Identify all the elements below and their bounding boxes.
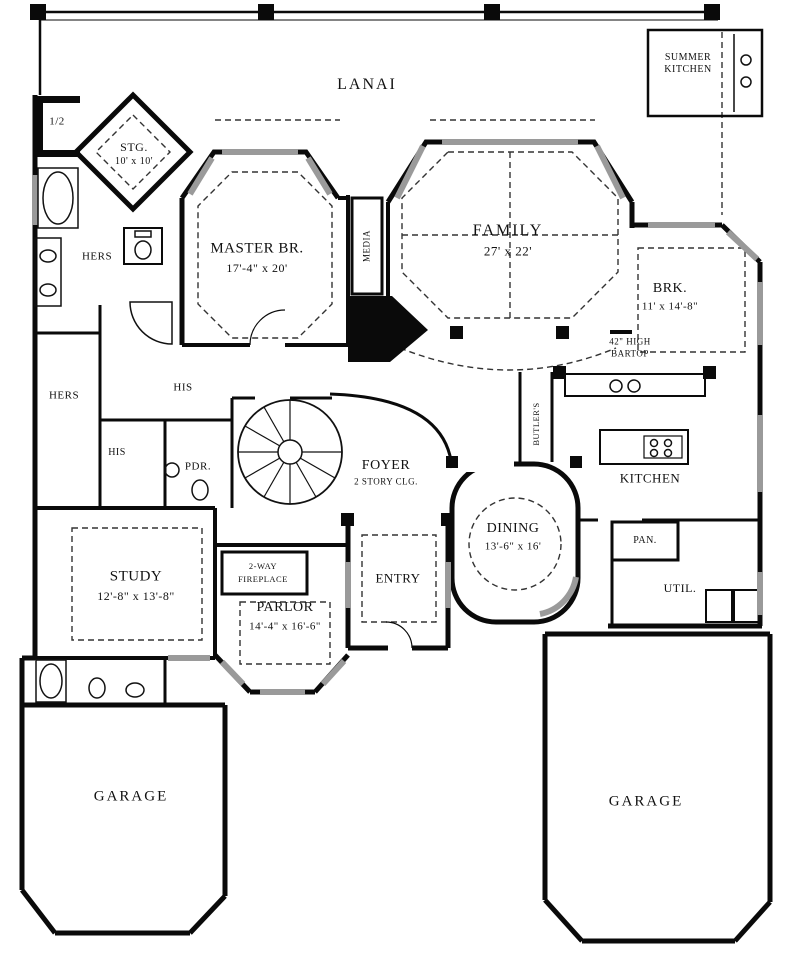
room-dims-master: 17'-4" x 20'	[226, 261, 288, 275]
room-label-garage-right: GARAGE	[608, 793, 684, 810]
room-label-butlers: BUTLER'S	[530, 402, 541, 446]
room-label-foyer: FOYER	[361, 458, 411, 473]
label-bartop-1: 42" HIGH	[609, 336, 651, 347]
room-label-dining: DINING	[486, 521, 540, 536]
solid-wall-masses	[36, 96, 428, 362]
room-label-powder: PDR.	[184, 460, 212, 473]
room-label-his-bath: HIS	[173, 381, 193, 394]
room-label-hers-bath: HERS	[81, 250, 113, 263]
label-fireplace-1: 2-WAY	[248, 560, 278, 571]
room-label-parlor: PARLOR	[256, 600, 314, 615]
room-label-study: STUDY	[109, 568, 163, 585]
two-way-fireplace-box	[220, 550, 309, 596]
room-label-garage-left: GARAGE	[93, 788, 169, 805]
label-bartop-2: BARTOP	[611, 348, 649, 359]
room-label-lanai: LANAI	[337, 76, 397, 93]
room-label-entry: ENTRY	[375, 570, 421, 586]
room-label-media: MEDIA	[361, 230, 372, 262]
room-label-summer-kitchen-2: KITCHEN	[664, 64, 712, 75]
columns	[30, 4, 720, 526]
room-dims-dining: 13'-6" x 16'	[484, 540, 542, 553]
room-label-hers-closet: HERS	[48, 389, 80, 402]
room-dims-family: 27' x 22'	[483, 243, 533, 259]
room-dims-study: 12'-8" x 13'-8"	[97, 589, 175, 603]
walls	[19, 10, 773, 944]
spiral-stair	[237, 399, 343, 505]
room-label-master: MASTER BR.	[210, 240, 304, 257]
room-label-kitchen: KITCHEN	[619, 470, 681, 486]
room-label-family: FAMILY	[472, 222, 544, 239]
room-label-half-bath: 1/2	[49, 115, 65, 128]
room-label-summer-kitchen-1: SUMMER	[664, 52, 712, 63]
room-label-his-closet: HIS	[108, 447, 126, 458]
windows	[32, 139, 763, 695]
room-dims-storage: 10' x 10'	[114, 156, 154, 167]
fixtures	[34, 54, 752, 703]
dining-opening	[456, 456, 514, 472]
room-note-foyer: 2 STORY CLG.	[354, 476, 418, 487]
room-dims-parlor: 14'-4" x 16'-6"	[249, 620, 321, 633]
dashed-ceiling-lines	[71, 32, 746, 665]
room-dims-breakfast: 11' x 14'-8"	[641, 300, 699, 313]
room-label-storage: STG.	[120, 140, 148, 154]
room-label-breakfast: BRK.	[652, 281, 688, 296]
label-fireplace-2: FIREPLACE	[238, 573, 288, 584]
room-label-utility: UTIL.	[663, 581, 697, 595]
room-label-pantry: PAN.	[633, 535, 657, 546]
